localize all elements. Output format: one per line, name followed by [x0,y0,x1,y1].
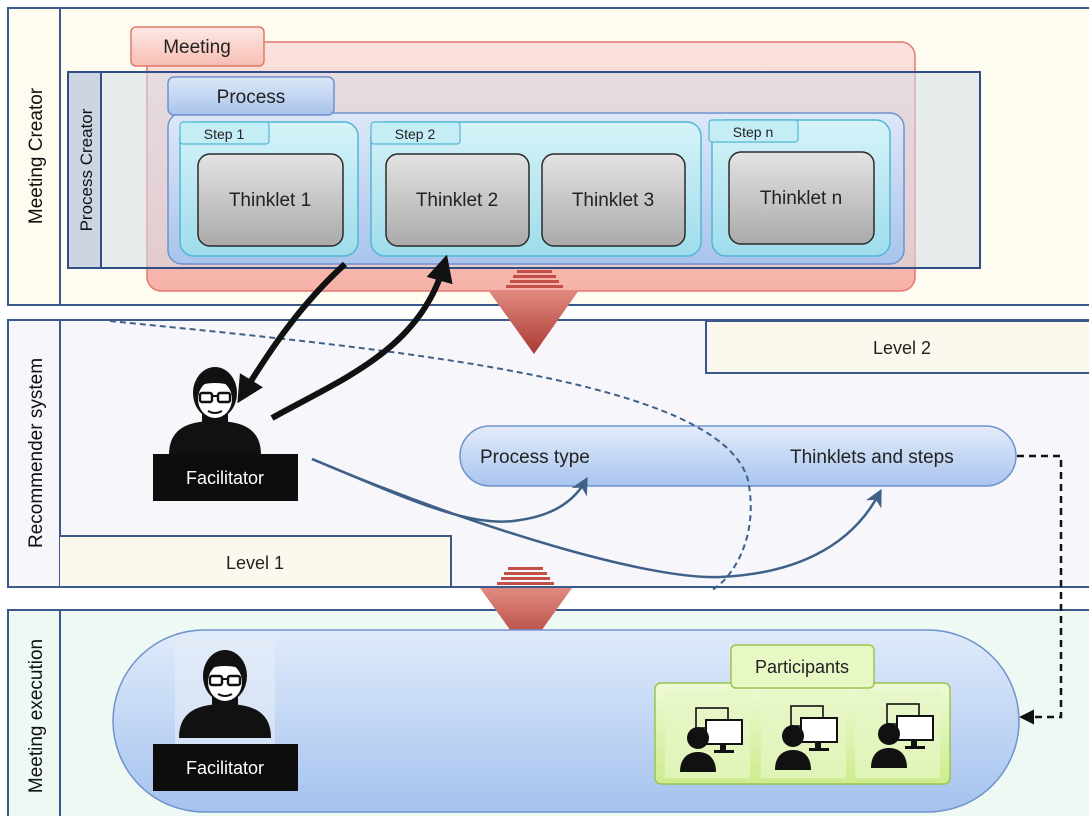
level-1-label: Level 1 [226,553,284,573]
step-n-label: Step n [733,124,773,140]
meeting-label: Meeting [163,37,231,58]
thinklet-3-label: Thinklet 3 [572,190,654,211]
process-type-label: Process type [480,447,590,468]
thinklet-2 [385,153,530,247]
participants-group: Participants [654,644,951,785]
process-tab [167,76,335,116]
facilitator-label: Facilitator [186,468,264,488]
step-2-tab [370,121,461,145]
level-2-label: Level 2 [873,338,931,358]
facilitator-label-box [153,454,298,501]
meeting-to-facilitator-arrow [270,254,453,421]
recommendation-curve-thinklets [311,457,882,579]
thinklets-and-steps-label: Thinklets and steps [790,447,954,468]
down-arrow-icon [480,567,572,652]
lane-label-meeting-creator: Meeting Creator [26,87,47,224]
meeting-tab [130,26,265,67]
step-2: Step 2 Thinklet 2 Thinklet 3 [370,121,702,257]
facilitator-execution: Facilitator [153,636,298,791]
thinklet-2-label: Thinklet 2 [416,190,498,211]
step-n-tab [708,119,799,143]
thinklet-n-label: Thinklet n [760,188,842,209]
participants-tab [730,644,875,689]
step-2-label: Step 2 [395,126,436,142]
facilitator-label-box [153,744,298,791]
level-2-box: Level 2 [705,320,1089,374]
feedback-dashed-arrow [1017,454,1063,725]
lane-label-recommender-system: Recommender system [26,358,47,548]
step-1-tab [179,121,270,145]
lane-label-meeting-execution: Meeting execution [26,639,47,793]
recommender-output-pill: Process type Thinklets and steps [459,425,1017,487]
facilitator-recommender: Facilitator [153,365,298,501]
process-label: Process [217,87,286,108]
facilitator-exec-label: Facilitator [186,758,264,778]
down-arrow-icon [488,270,579,354]
thinklet-1 [197,153,344,247]
level-divider-dashed-curve [109,320,752,591]
thinklet-1-label: Thinklet 1 [229,190,311,211]
process-creator-label: Process Creator [77,108,96,231]
facilitator-to-meeting-arrow [237,261,348,404]
thinklet-3 [541,153,686,247]
step-1-label: Step 1 [204,126,245,142]
level-1-box: Level 1 [60,535,452,588]
step-n: Step n Thinklet n [708,119,891,257]
participants-label: Participants [755,657,849,677]
step-1: Step 1 Thinklet 1 [179,121,359,257]
thinklet-n [728,151,875,245]
